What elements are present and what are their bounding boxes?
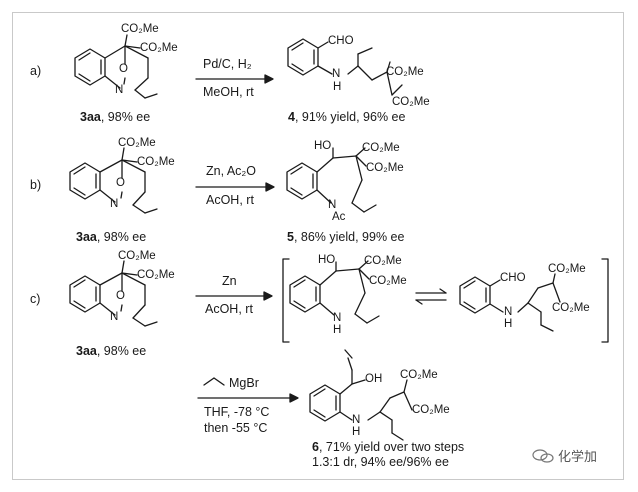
product-6-caption: 6, 71% yield over two steps bbox=[312, 440, 465, 454]
vinyl-group-icon bbox=[203, 377, 225, 386]
sm-b-co2me-top: CO₂Me bbox=[118, 137, 156, 149]
product-6-oh: OH bbox=[365, 373, 383, 385]
product-5-co2me-side: CO₂Me bbox=[366, 162, 404, 174]
conditions-c-bottom: AcOH, rt bbox=[205, 302, 253, 316]
sm-b-co2me-side: CO₂Me bbox=[137, 156, 175, 168]
product-5-nitrogen: N bbox=[328, 199, 337, 211]
open-chain-co2me-top: CO₂Me bbox=[548, 263, 586, 275]
product-4-hydrogen: H bbox=[333, 81, 342, 93]
conditions-d-2: then -55 °C bbox=[204, 421, 268, 435]
bracket-left bbox=[282, 258, 290, 343]
sm-3aa-structure-b bbox=[69, 147, 158, 214]
sm-a-co2me-side: CO₂Me bbox=[140, 42, 178, 54]
sm-b-caption: 3aa, 98% ee bbox=[76, 230, 147, 244]
intermediate-ho: HO bbox=[318, 254, 336, 266]
product-4-nitrogen: N bbox=[332, 68, 341, 80]
conditions-a-bottom: MeOH, rt bbox=[203, 85, 254, 99]
watermark-text: 化学加 bbox=[558, 449, 598, 464]
product-6-co2me-bottom: CO₂Me bbox=[412, 404, 450, 416]
product-4-co2me-bottom: CO₂Me bbox=[392, 96, 430, 108]
intermediate-open-structure bbox=[459, 273, 561, 332]
open-chain-nitrogen: N bbox=[504, 306, 513, 318]
product-4-cho: CHO bbox=[328, 35, 354, 47]
product-6-nitrogen: N bbox=[352, 414, 361, 426]
open-chain-cho: CHO bbox=[500, 272, 526, 284]
equilibrium-arrows bbox=[415, 288, 447, 305]
watermark: 化学加 bbox=[532, 446, 597, 465]
product-5-structure bbox=[286, 147, 377, 213]
product-6-co2me-top: CO₂Me bbox=[400, 369, 438, 381]
product-5-caption: 5, 86% yield, 99% ee bbox=[287, 230, 405, 244]
sm-c-nitrogen: N bbox=[110, 311, 119, 323]
sm-c-co2me-side: CO₂Me bbox=[137, 269, 175, 281]
sm-b-nitrogen: N bbox=[110, 198, 119, 210]
figure-frame bbox=[12, 12, 624, 480]
product-6-structure bbox=[309, 349, 413, 441]
bracket-right bbox=[601, 258, 609, 343]
product-5-acetyl: Ac bbox=[332, 211, 346, 223]
open-chain-co2me-bottom: CO₂Me bbox=[552, 302, 590, 314]
intermediate-nitrogen: N bbox=[333, 312, 342, 324]
wechat-icon bbox=[532, 448, 554, 463]
conditions-c-top: Zn bbox=[222, 274, 237, 288]
product-6-hydrogen: H bbox=[352, 426, 361, 438]
product-4-co2me-top: CO₂Me bbox=[386, 66, 424, 78]
open-chain-hydrogen: H bbox=[504, 318, 513, 330]
sm-3aa-structure-a bbox=[74, 34, 158, 99]
sm-a-oxygen: O bbox=[119, 63, 128, 75]
label-a: a) bbox=[30, 64, 42, 78]
sm-c-co2me-top: CO₂Me bbox=[118, 250, 156, 262]
conditions-a-top: Pd/C, H₂ bbox=[203, 57, 252, 71]
conditions-d-1: THF, -78 °C bbox=[204, 405, 270, 419]
sm-a-caption: 3aa, 98% ee bbox=[80, 110, 151, 124]
intermediate-co2me-top: CO₂Me bbox=[364, 255, 402, 267]
product-6-caption-2: 1.3:1 dr, 94% ee/96% ee bbox=[312, 455, 449, 469]
conditions-b-bottom: AcOH, rt bbox=[206, 193, 254, 207]
label-c: c) bbox=[30, 292, 41, 306]
intermediate-hydrogen: H bbox=[333, 324, 342, 336]
product-4-structure bbox=[287, 38, 403, 96]
intermediate-cyclic-structure bbox=[289, 260, 380, 324]
label-b: b) bbox=[30, 178, 42, 192]
sm-c-oxygen: O bbox=[116, 290, 125, 302]
product-5-ho: HO bbox=[314, 140, 332, 152]
sm-c-caption: 3aa, 98% ee bbox=[76, 344, 147, 358]
sm-a-co2me-top: CO₂Me bbox=[121, 23, 159, 35]
conditions-b-top: Zn, Ac₂O bbox=[206, 164, 257, 178]
sm-b-oxygen: O bbox=[116, 177, 125, 189]
sm-a-nitrogen: N bbox=[115, 84, 124, 96]
grignard-reagent: MgBr bbox=[229, 376, 259, 390]
product-5-co2me-top: CO₂Me bbox=[362, 142, 400, 154]
intermediate-co2me-side: CO₂Me bbox=[369, 275, 407, 287]
sm-3aa-structure-c bbox=[69, 260, 158, 327]
product-4-caption: 4, 91% yield, 96% ee bbox=[288, 110, 406, 124]
